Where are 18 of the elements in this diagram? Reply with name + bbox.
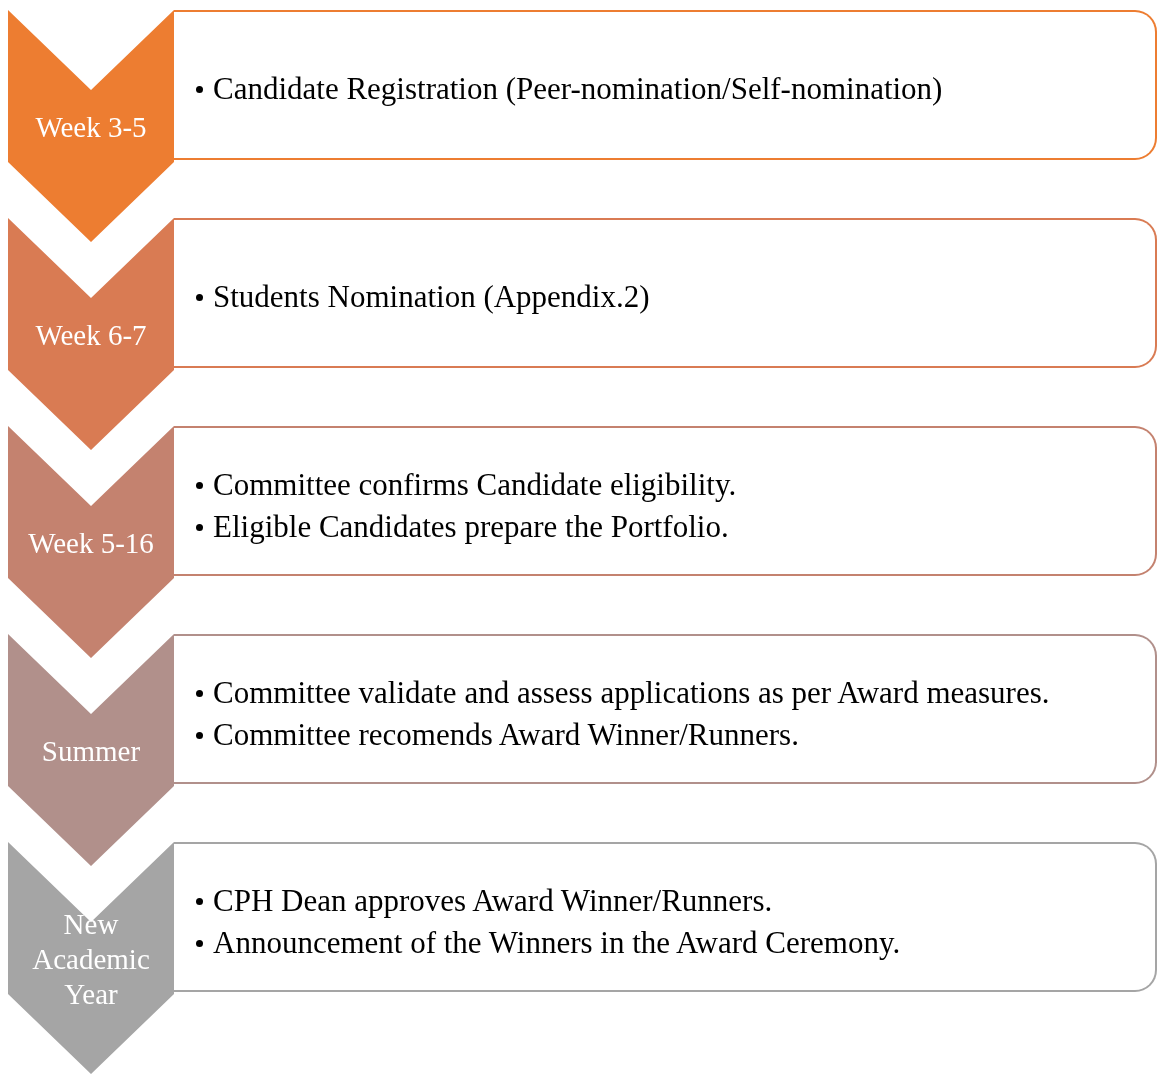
bullet-text: CPH Dean approves Award Winner/Runners. bbox=[213, 882, 773, 920]
stage-label: Week 5-16 bbox=[27, 525, 155, 561]
step-box bbox=[174, 842, 1157, 992]
step-box bbox=[174, 634, 1157, 784]
bullet-text: Committee validate and assess applications as per Award measures. bbox=[213, 674, 1050, 712]
step-box bbox=[174, 426, 1157, 576]
stage-label: Week 3-5 bbox=[34, 109, 148, 145]
stage-label: New Academic Year bbox=[31, 906, 151, 1012]
bullet-text: Committee confirms Candidate eligibility. bbox=[213, 466, 737, 504]
bullet-text: Committee recomends Award Winner/Runners. bbox=[213, 716, 799, 754]
bullet-text: Students Nomination (Appendix.2) bbox=[213, 278, 650, 316]
bullet-text: Announcement of the Winners in the Award Ceremony. bbox=[213, 924, 901, 962]
step-box bbox=[174, 10, 1157, 160]
bullet-text: Eligible Candidates prepare the Portfolio. bbox=[213, 508, 729, 546]
stage-label: Summer bbox=[40, 733, 142, 769]
stage-label: Week 6-7 bbox=[34, 317, 148, 353]
bullet-text: Candidate Registration (Peer-nomination/Self-nomination) bbox=[213, 70, 943, 108]
step-box bbox=[174, 218, 1157, 368]
